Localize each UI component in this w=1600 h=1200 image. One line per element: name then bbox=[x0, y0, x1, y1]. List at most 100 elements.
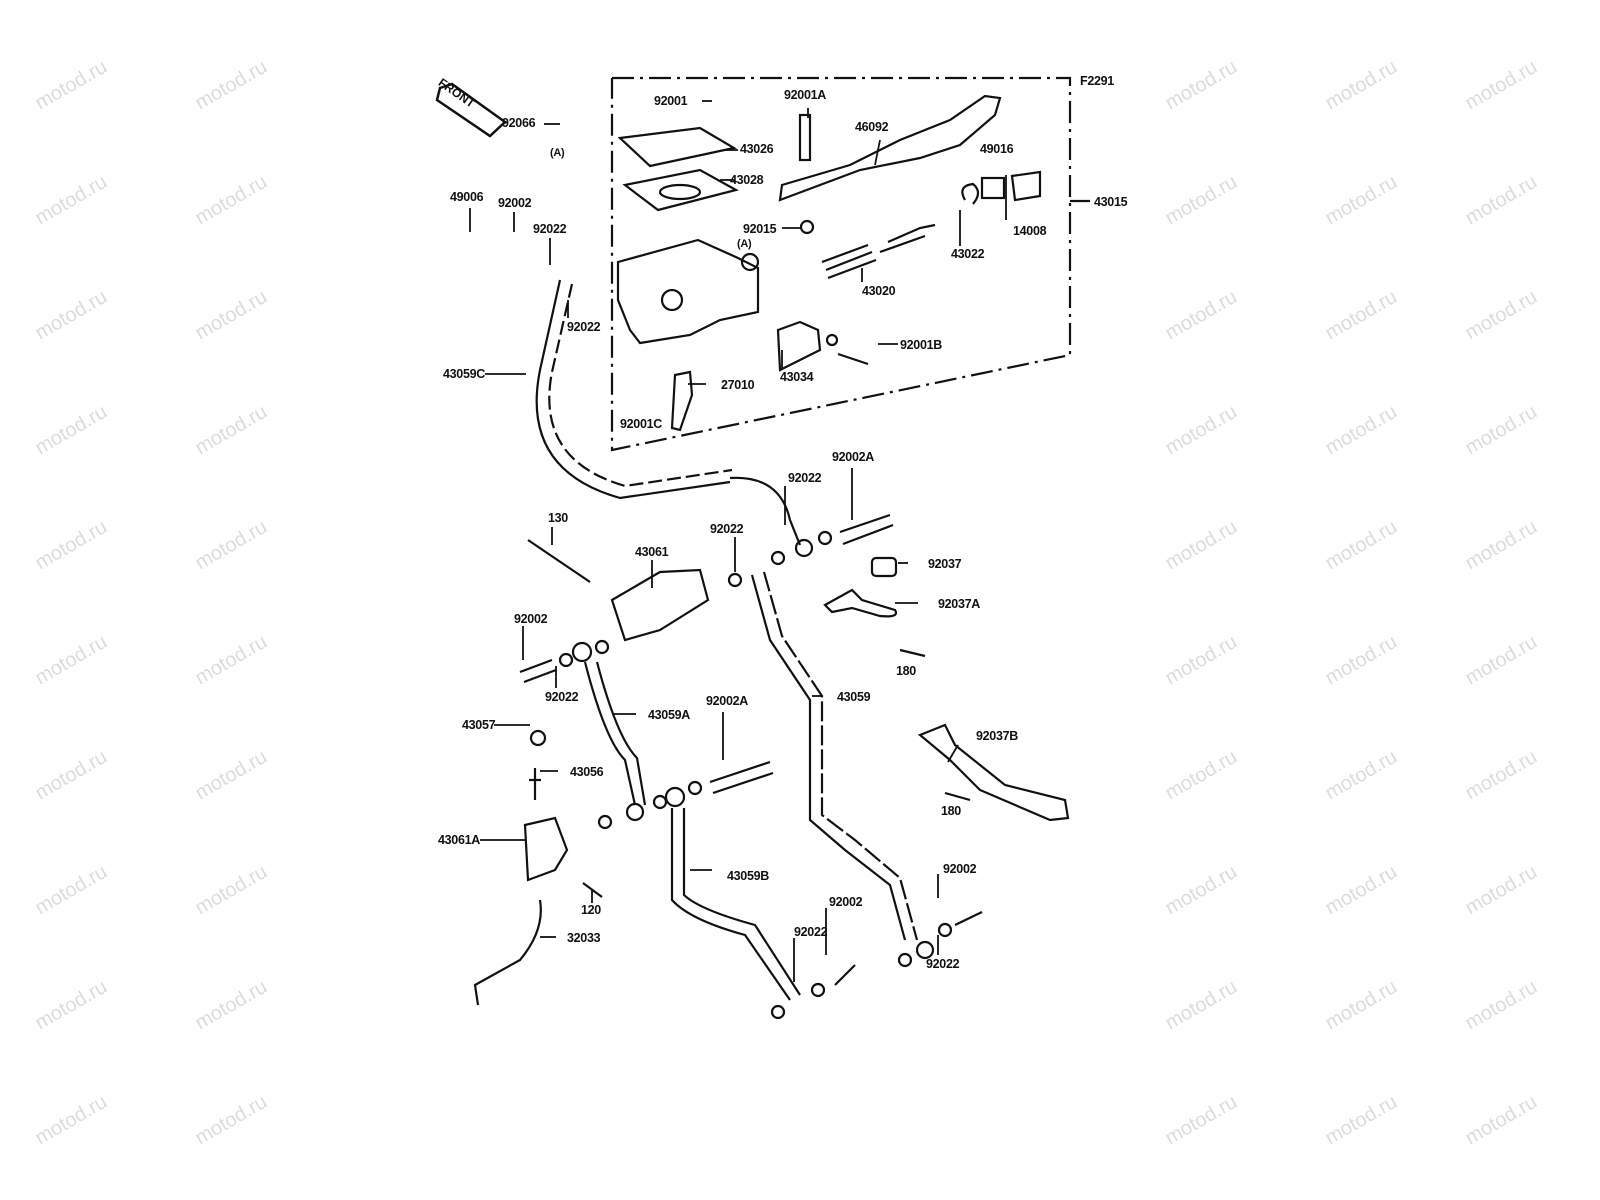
banjo-43059b bbox=[664, 786, 686, 808]
dust-cover bbox=[1010, 170, 1042, 202]
part-label[interactable]: 49006 bbox=[450, 190, 484, 204]
cap-43057 bbox=[529, 729, 547, 747]
part-label[interactable]: 92022 bbox=[710, 522, 744, 536]
part-label[interactable]: 49016 bbox=[980, 142, 1014, 156]
banjo-left bbox=[571, 641, 593, 663]
part-label[interactable]: 46092 bbox=[855, 120, 889, 134]
pivot-bolt bbox=[798, 113, 812, 162]
bolt-130 bbox=[527, 539, 591, 583]
bolt-180b bbox=[944, 791, 971, 802]
part-label[interactable]: 43028 bbox=[730, 173, 764, 187]
sight-glass bbox=[660, 288, 684, 312]
part-label[interactable]: 92002A bbox=[832, 450, 874, 464]
part-label[interactable]: 92001 bbox=[654, 94, 688, 108]
part-label[interactable]: 43034 bbox=[780, 370, 814, 384]
leader-lines bbox=[469, 100, 1007, 982]
part-label[interactable]: 92022 bbox=[533, 222, 567, 236]
washer-92022 bbox=[727, 572, 743, 588]
part-label[interactable]: 92001B bbox=[900, 338, 942, 352]
banjo-bolt-92002a-top bbox=[839, 513, 894, 546]
washer-right-bottom2 bbox=[937, 922, 953, 938]
diaphragm bbox=[622, 168, 739, 212]
washer-top bbox=[817, 530, 833, 546]
part-label[interactable]: 43057 bbox=[462, 718, 496, 732]
washer-bottom-b bbox=[770, 1004, 786, 1020]
part-label[interactable]: 32033 bbox=[567, 931, 601, 945]
part-label[interactable]: 43059 bbox=[837, 690, 871, 704]
washer-a bbox=[597, 814, 613, 830]
banjo-right-bottom bbox=[915, 940, 935, 960]
part-label[interactable]: 43020 bbox=[862, 284, 896, 298]
part-label[interactable]: 14008 bbox=[1013, 224, 1047, 238]
boot bbox=[961, 182, 980, 205]
pipe-32033 bbox=[473, 899, 542, 1006]
part-label[interactable]: 43059A bbox=[648, 708, 690, 722]
bolt-180a bbox=[899, 648, 926, 658]
part-label[interactable]: 92001C bbox=[620, 417, 662, 431]
part-label[interactable]: 92022 bbox=[788, 471, 822, 485]
washer-bottom-c bbox=[810, 982, 826, 998]
part-label[interactable]: 43015 bbox=[1094, 195, 1128, 209]
part-label[interactable]: 92002 bbox=[514, 612, 548, 626]
part-label[interactable]: 92022 bbox=[926, 957, 960, 971]
banjo-43059a bbox=[625, 802, 645, 822]
part-label[interactable]: 27010 bbox=[721, 378, 755, 392]
part-label[interactable]: 43059B bbox=[727, 869, 769, 883]
part-label[interactable]: 92022 bbox=[545, 690, 579, 704]
washer-right-bottom bbox=[897, 952, 913, 968]
brake-switch bbox=[670, 370, 694, 432]
ref-marker-a: (A) bbox=[550, 147, 565, 159]
part-label[interactable]: 43056 bbox=[570, 765, 604, 779]
washer-b bbox=[652, 794, 668, 810]
hose-43059a bbox=[583, 661, 637, 806]
clamp bbox=[776, 320, 822, 372]
part-label[interactable]: 92001A bbox=[784, 88, 826, 102]
part-label[interactable]: 180 bbox=[896, 664, 916, 678]
valve-43061 bbox=[610, 568, 710, 642]
clamp-92037b bbox=[917, 723, 1070, 822]
part-label[interactable]: 130 bbox=[548, 511, 568, 525]
grommet-92037 bbox=[870, 556, 898, 578]
part-label[interactable]: 43061A bbox=[438, 833, 480, 847]
banjo-top bbox=[794, 538, 814, 558]
hose-43059 bbox=[750, 574, 907, 941]
part-label[interactable]: 43022 bbox=[951, 247, 985, 261]
bleeder-43056 bbox=[529, 768, 541, 800]
clamp-92037a bbox=[823, 588, 898, 618]
part-label[interactable]: 92002 bbox=[498, 196, 532, 210]
part-label[interactable]: 92002A bbox=[706, 694, 748, 708]
diaphragm-hole bbox=[658, 183, 702, 201]
part-label[interactable]: 92022 bbox=[794, 925, 828, 939]
hose-43059a-inner bbox=[595, 661, 647, 806]
pivot-boss bbox=[740, 252, 760, 272]
washer-c bbox=[687, 780, 703, 796]
part-label[interactable]: 92002 bbox=[943, 862, 977, 876]
joint-43061a bbox=[523, 816, 569, 882]
part-label[interactable]: 92037 bbox=[928, 557, 962, 571]
spring bbox=[821, 243, 877, 280]
clamp-bolt bbox=[837, 352, 869, 366]
part-label[interactable]: 120 bbox=[581, 903, 601, 917]
bolt-92002-left bbox=[519, 658, 557, 684]
part-label[interactable]: 92066 bbox=[502, 116, 536, 130]
assembly-boundary bbox=[610, 76, 1072, 452]
part-label[interactable]: 43061 bbox=[635, 545, 669, 559]
part-label[interactable]: 180 bbox=[941, 804, 961, 818]
part-label[interactable]: 92015 bbox=[743, 222, 777, 236]
front-arrow-icon bbox=[435, 82, 507, 138]
part-label[interactable]: 43059C bbox=[443, 367, 485, 381]
part-label[interactable]: 92037B bbox=[976, 729, 1018, 743]
part-label[interactable]: 92037A bbox=[938, 597, 980, 611]
part-label[interactable]: 92022 bbox=[567, 320, 601, 334]
hose-43059c bbox=[535, 279, 731, 500]
hose-43059-inner bbox=[762, 571, 919, 941]
hose-top-bend bbox=[729, 476, 802, 546]
part-label[interactable]: 92002 bbox=[829, 895, 863, 909]
brake-lever bbox=[778, 94, 1002, 202]
bolt-bottom bbox=[834, 964, 856, 986]
part-label[interactable]: 43026 bbox=[740, 142, 774, 156]
clamp-washer bbox=[825, 333, 839, 347]
hose-43059b bbox=[670, 808, 791, 1001]
bolt-92002a-mid bbox=[709, 760, 774, 795]
